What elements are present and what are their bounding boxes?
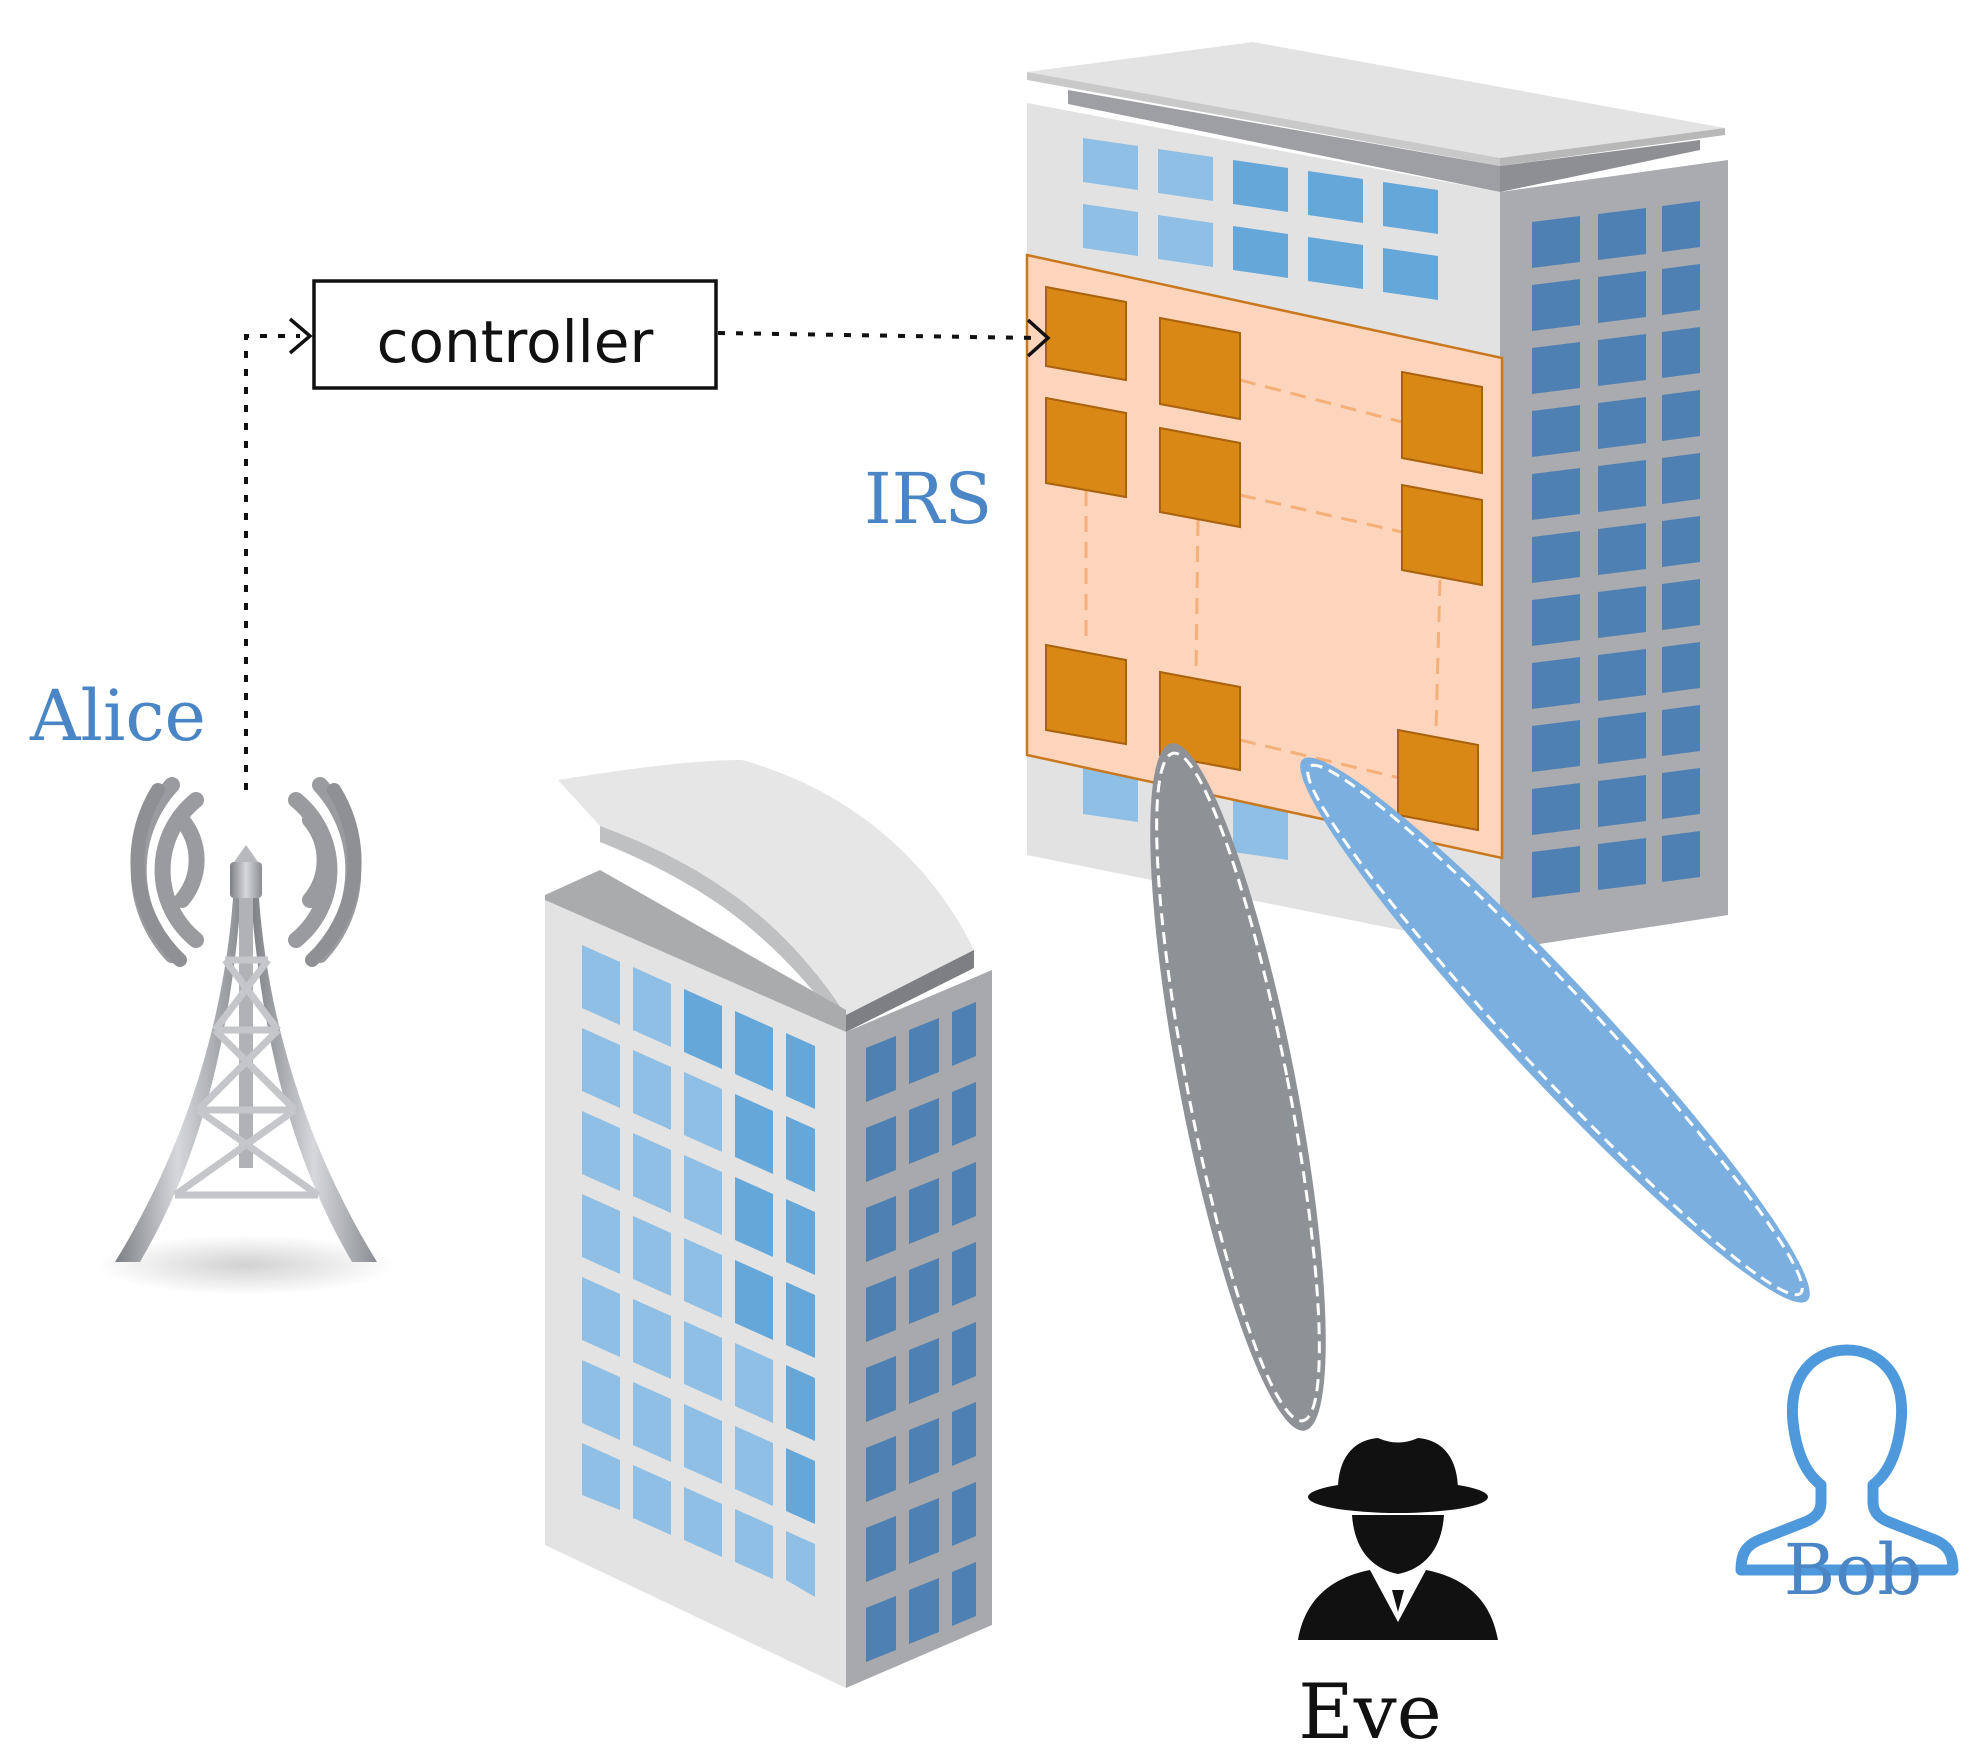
irs-label: IRS [864, 458, 992, 540]
beam-to-bob [1300, 757, 1810, 1303]
alice-to-controller-link [244, 334, 300, 790]
irs-element [1397, 728, 1479, 832]
controller-to-irs-link [717, 331, 1037, 340]
building-short-roof [558, 760, 974, 1015]
person-outline-icon [1735, 1344, 1959, 1576]
irs-panel [1025, 253, 1504, 860]
spy-hat-sunglasses-icon [1298, 1438, 1498, 1640]
beam-to-eve [1150, 743, 1326, 1431]
eve-label: Eve [1298, 1667, 1441, 1756]
irs-element [1045, 643, 1127, 746]
alice-label: Alice [29, 675, 206, 757]
irs-element [1159, 426, 1241, 529]
radio-waves-icon [130, 777, 362, 967]
arrow-to-irs-icon [1026, 318, 1051, 358]
building-tall-roof [1027, 42, 1725, 158]
base-station-tower-icon [96, 777, 396, 1295]
building-short-side-windows [866, 1002, 976, 1662]
control-links [244, 331, 1037, 790]
arrow-to-controller-icon [288, 317, 313, 355]
bob-label: Bob [1784, 1529, 1922, 1611]
controller-label: controller [377, 308, 654, 376]
irs-element [1045, 285, 1127, 382]
irs-element [1159, 316, 1241, 421]
building-short [545, 760, 992, 1688]
irs-element-links [1084, 378, 1442, 780]
controller-box: controller [312, 279, 718, 390]
arrow-heads [288, 317, 1051, 358]
irs-element [1401, 370, 1483, 475]
building-short-front-windows [582, 945, 815, 1597]
building-tall-side-windows [1532, 201, 1700, 898]
building-tall-front-windows [1083, 138, 1438, 860]
irs-element [1045, 396, 1127, 499]
irs-element [1401, 483, 1483, 587]
